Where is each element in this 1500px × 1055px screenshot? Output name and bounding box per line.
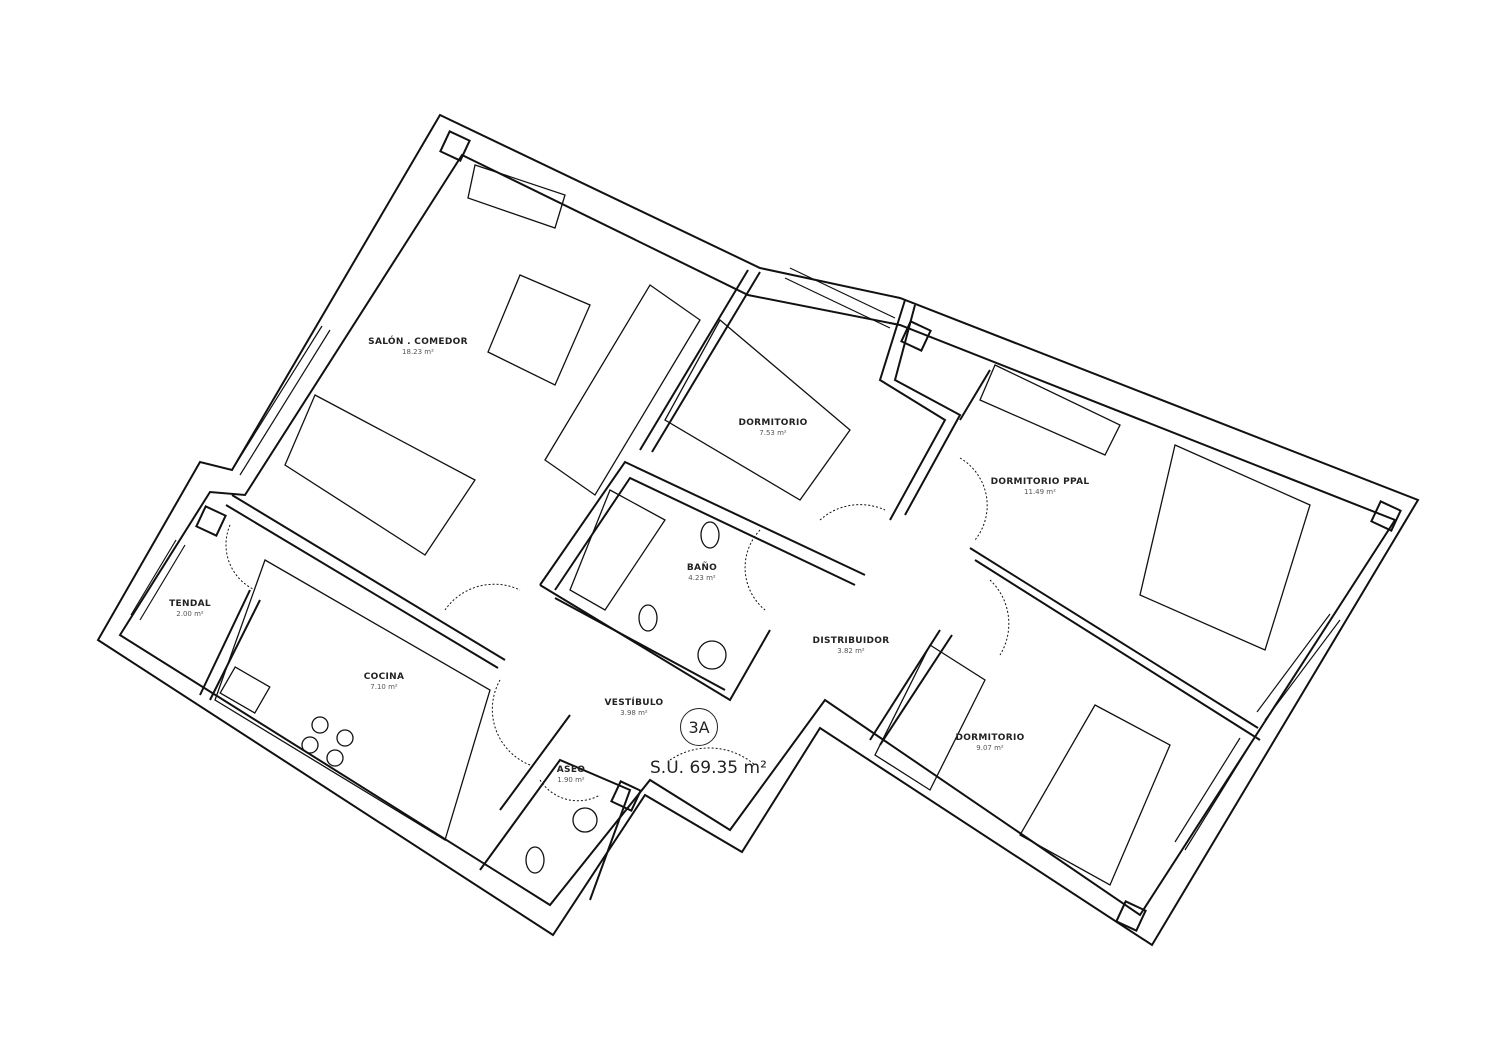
room-distribuidor: DISTRIBUIDOR 3.82 m²	[813, 636, 890, 656]
room-name: TENDAL	[169, 599, 211, 609]
sideboard	[467, 164, 566, 229]
furniture	[214, 164, 1311, 886]
bed-small	[664, 318, 851, 501]
sink	[219, 666, 271, 714]
dining-table	[284, 394, 476, 556]
room-dormitorio-ppal: DORMITORIO PPAL 11.49 m²	[991, 477, 1090, 497]
hob	[311, 716, 329, 734]
room-tendal: TENDAL 2.00 m²	[169, 599, 211, 619]
toilet-bano	[700, 521, 720, 549]
columns	[195, 130, 1402, 932]
room-area: 4.23 m²	[688, 574, 716, 583]
sofa	[544, 284, 701, 496]
room-area: 1.90 m²	[557, 776, 585, 785]
total-usable-area: S.U. 69.35 m²	[650, 758, 767, 778]
room-name: BAÑO	[686, 563, 718, 573]
room-cocina: COCINA 7.10 m²	[364, 672, 405, 692]
room-area: 3.98 m²	[620, 709, 648, 718]
coffee-table	[487, 274, 591, 386]
room-name: SALÓN . COMEDOR	[368, 337, 468, 347]
washbasin-bano	[697, 640, 727, 670]
wardrobe-ppal	[979, 364, 1121, 456]
room-name: ASEO	[556, 765, 586, 775]
room-dormitorio-1: DORMITORIO 7.53 m²	[738, 418, 807, 438]
outer-wall	[96, 113, 1420, 947]
wardrobe-dorm	[874, 644, 986, 791]
washbasin-aseo	[572, 807, 598, 833]
room-name: DORMITORIO	[955, 733, 1025, 743]
room-name: COCINA	[363, 672, 405, 682]
room-aseo: ASEO 1.90 m²	[557, 765, 585, 785]
room-area: 7.10 m²	[370, 683, 398, 692]
room-area: 3.82 m²	[837, 647, 865, 656]
windows	[130, 267, 1341, 851]
room-name: DISTRIBUIDOR	[812, 636, 890, 646]
interior-walls	[199, 269, 1261, 901]
room-area: 18.23 m²	[402, 348, 434, 357]
room-salon-comedor: SALÓN . COMEDOR 18.23 m²	[368, 337, 468, 357]
bed-ppal	[1139, 444, 1311, 651]
toilet-aseo	[525, 846, 545, 874]
room-area: 7.53 m²	[759, 429, 787, 438]
inner-wall-line	[118, 153, 1397, 917]
room-name: DORMITORIO	[738, 418, 808, 428]
room-name: VESTÍBULO	[604, 698, 664, 708]
bidet	[638, 604, 658, 632]
bathtub	[569, 489, 666, 611]
room-area: 9.07 m²	[976, 744, 1004, 753]
room-name: DORMITORIO PPAL	[990, 477, 1090, 487]
door-swings	[225, 457, 1010, 802]
unit-badge: 3A	[680, 708, 718, 746]
room-area: 2.00 m²	[176, 610, 204, 619]
room-area: 11.49 m²	[1024, 488, 1056, 497]
room-bano: BAÑO 4.23 m²	[687, 563, 717, 583]
kitchen-counter	[214, 559, 491, 841]
bed-dorm	[1019, 704, 1171, 886]
room-dormitorio-2: DORMITORIO 9.07 m²	[955, 733, 1024, 753]
room-vestibulo: VESTÍBULO 3.98 m²	[604, 698, 663, 718]
